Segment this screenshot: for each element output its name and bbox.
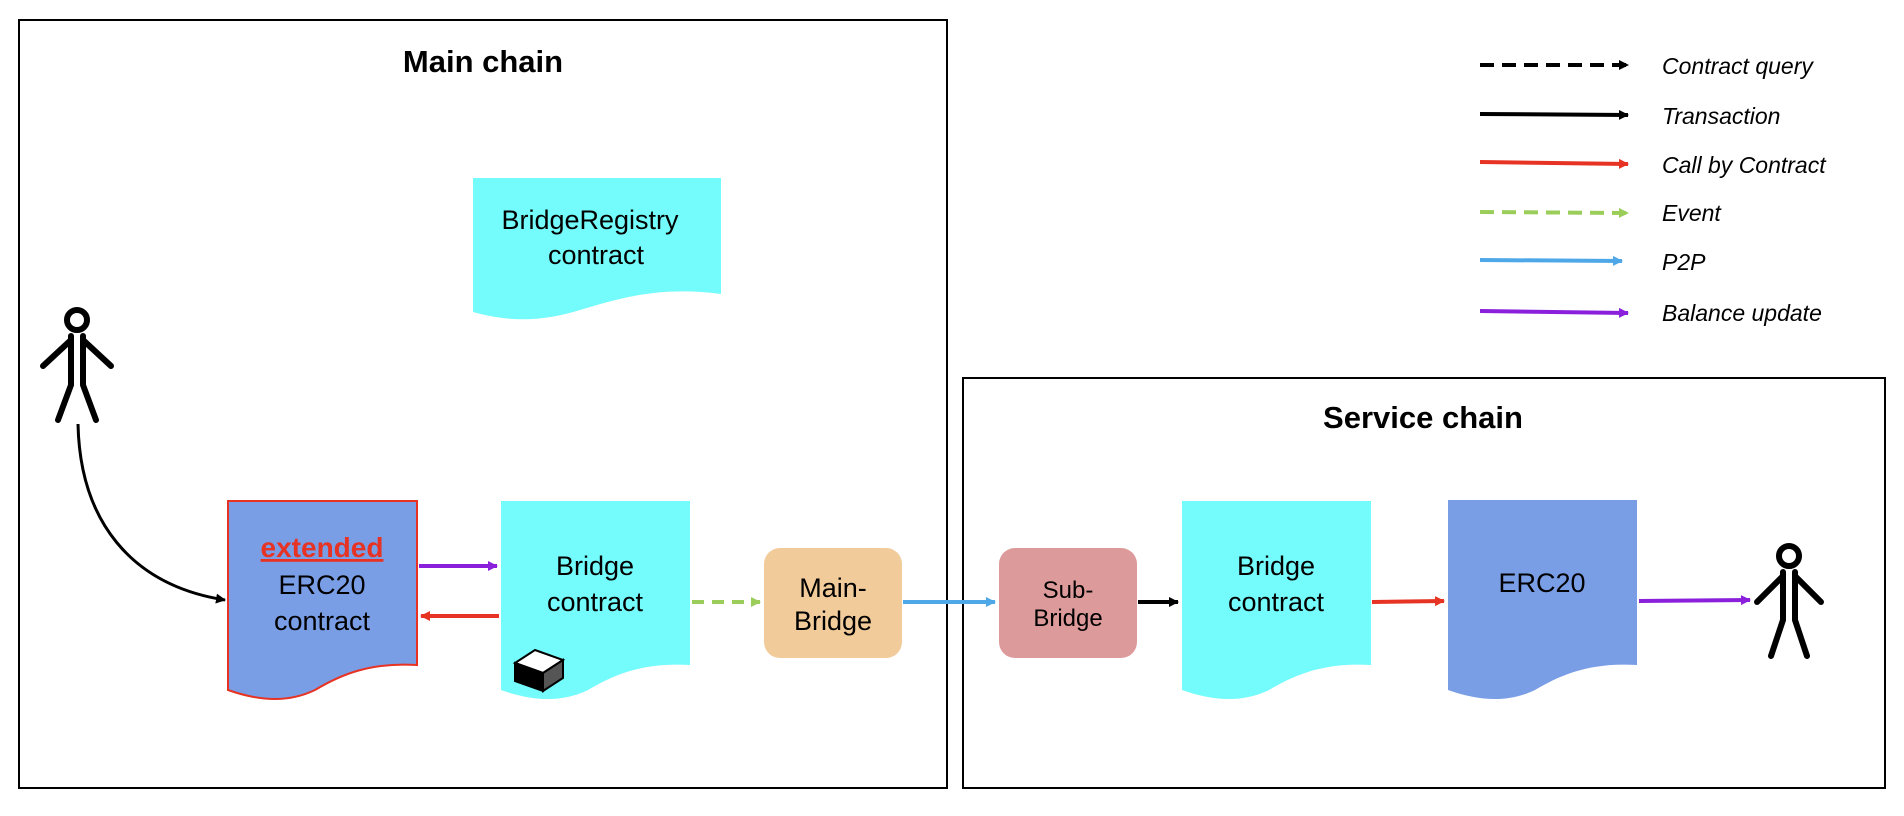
- legend-label: P2P: [1662, 249, 1706, 275]
- main-bridge-node: Main- Bridge: [764, 548, 902, 658]
- legend-label: Call by Contract: [1662, 152, 1827, 178]
- service-bridge-contract-line2: contract: [1228, 587, 1325, 617]
- legend: Contract query Transaction Call by Contr…: [1479, 53, 1827, 326]
- legend-item-event: Event: [1479, 200, 1722, 226]
- legend-label: Contract query: [1662, 53, 1814, 79]
- legend-item-call-by-contract: Call by Contract: [1479, 152, 1827, 178]
- legend-item-p2p: P2P: [1479, 249, 1706, 275]
- service-user-icon: [1754, 543, 1824, 659]
- cube-icon: [512, 648, 566, 693]
- main-bridge-line1: Main-: [799, 573, 867, 603]
- service-chain-panel: Service chain: [962, 377, 1886, 789]
- sub-bridge-line2: Bridge: [1033, 605, 1102, 632]
- main-chain-panel: Main chain: [18, 19, 948, 789]
- extended-erc20-contract: extended ERC20 contract: [227, 500, 418, 700]
- service-chain-title: Service chain: [1323, 400, 1523, 435]
- sub-bridge-node: Sub- Bridge: [999, 548, 1137, 658]
- main-bridge-contract-line1: Bridge: [556, 551, 634, 581]
- extended-erc20-line2: contract: [274, 606, 371, 636]
- legend-item-transaction: Transaction: [1479, 103, 1780, 129]
- legend-item-contract-query: Contract query: [1480, 53, 1814, 79]
- sub-bridge-line1: Sub-: [1043, 577, 1094, 604]
- service-bridge-contract-line1: Bridge: [1237, 551, 1315, 581]
- bridge-registry-line2: contract: [548, 240, 645, 270]
- bridge-registry-contract: BridgeRegistry contract: [473, 178, 721, 320]
- service-erc20-label: ERC20: [1498, 568, 1585, 598]
- main-user-icon: [40, 307, 114, 423]
- legend-item-balance-update: Balance update: [1479, 300, 1822, 326]
- legend-label: Event: [1662, 200, 1722, 226]
- service-bridge-contract: Bridge contract: [1182, 501, 1371, 699]
- legend-label: Balance update: [1662, 300, 1822, 326]
- main-chain-title: Main chain: [403, 44, 563, 79]
- service-erc20-contract: ERC20: [1448, 500, 1637, 699]
- main-bridge-contract: Bridge contract: [501, 501, 690, 699]
- extended-erc20-line1: ERC20: [278, 570, 365, 600]
- call-by-contract-arrow-service: [1371, 596, 1445, 607]
- main-bridge-line2: Bridge: [794, 606, 872, 636]
- user-transaction-arrow: [76, 423, 226, 604]
- extended-tag: extended: [261, 532, 384, 563]
- balance-update-arrow-service: [1638, 595, 1751, 606]
- main-bridge-contract-line2: contract: [547, 587, 644, 617]
- legend-label: Transaction: [1662, 103, 1780, 129]
- bridge-registry-line1: BridgeRegistry: [501, 205, 679, 235]
